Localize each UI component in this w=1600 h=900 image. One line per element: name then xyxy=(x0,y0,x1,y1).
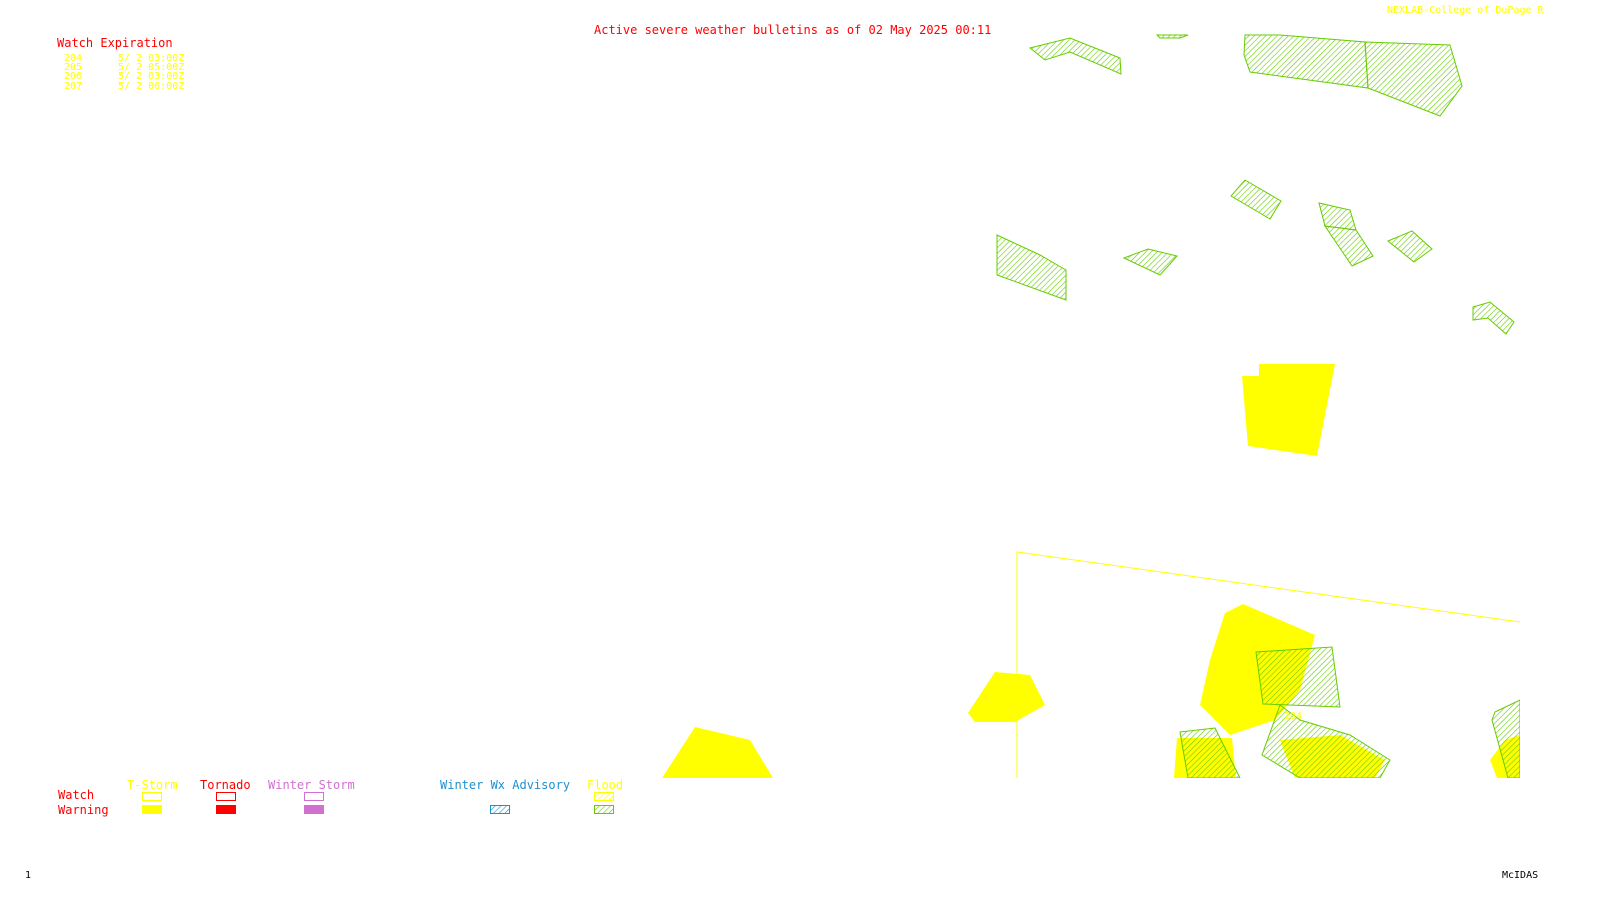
flood-warning-polygon xyxy=(1028,37,1122,75)
frame-number: 1 xyxy=(25,870,32,881)
credit-text: NEXLAB-College of DuPage R xyxy=(1387,5,1544,16)
legend-swatch-winter-storm-warning xyxy=(304,805,324,814)
legend-label-winter-advisory: Winter Wx Advisory xyxy=(440,778,571,792)
tstorm-warning-polygon xyxy=(968,672,1045,722)
flood-warning-polygon xyxy=(1243,34,1369,89)
legend-swatch-winter-advisory-warning xyxy=(490,805,510,814)
watch-row: 204 5/ 2 03:00Z xyxy=(64,54,184,64)
flood-warning-polygon xyxy=(1255,646,1341,708)
watch-expires: 5/ 2 05:00Z xyxy=(118,62,185,73)
legend-swatch-tornado-warning xyxy=(216,805,236,814)
flood-warnings xyxy=(996,34,1521,779)
watch-number-label: 204 xyxy=(1284,711,1303,722)
legend-label-flood: Flood xyxy=(587,778,624,792)
legend-swatch-tstorm-watch xyxy=(142,792,162,801)
legend-swatch-winter-storm-watch xyxy=(304,792,324,801)
legend-swatch-tstorm-warning xyxy=(142,805,162,814)
legend-swatch-flood-watch xyxy=(594,792,614,801)
watch-id: 204 xyxy=(64,53,83,64)
flood-warning-polygon xyxy=(1122,248,1178,276)
page-title: Active severe weather bulletins as of 02… xyxy=(594,23,992,37)
watch-expires: 5/ 2 06:00Z xyxy=(118,81,185,92)
legend-row-watch: Watch xyxy=(58,788,95,802)
watch-expires: 5/ 2 03:00Z xyxy=(118,71,185,82)
tstorm-warning-polygon xyxy=(1242,364,1335,456)
watch-row: 205 5/ 2 05:00Z xyxy=(64,63,184,73)
watch-row: 207 5/ 2 06:00Z xyxy=(64,82,184,92)
legend-label-tstorm: T-Storm xyxy=(127,778,178,792)
flood-warning-polygon xyxy=(1472,301,1515,335)
watch-id: 205 xyxy=(64,62,83,73)
watch-row: 206 5/ 2 03:00Z xyxy=(64,72,184,82)
flood-warning-polygon xyxy=(1387,230,1433,263)
software-label: McIDAS xyxy=(1502,870,1539,881)
flood-warning-polygon xyxy=(1261,704,1391,779)
legend-swatch-flood-warning xyxy=(594,805,614,814)
legend-label-tornado: Tornado xyxy=(200,778,251,792)
flood-warning-polygon xyxy=(1155,34,1189,39)
legend-swatch-tornado-watch xyxy=(216,792,236,801)
tstorm-warning-polygon xyxy=(662,727,773,778)
tstorm-warnings xyxy=(662,364,1520,778)
watch-table-heading: Watch Expiration xyxy=(57,36,173,50)
watch-id: 206 xyxy=(64,71,83,82)
flood-warning-polygon xyxy=(1230,179,1282,220)
flood-warning-polygon xyxy=(996,234,1067,301)
flood-warning-polygon xyxy=(1323,225,1374,267)
flood-warning-polygon xyxy=(1364,41,1463,117)
legend-row-warning: Warning xyxy=(58,803,109,817)
watch-id: 207 xyxy=(64,81,83,92)
watch-expires: 5/ 2 03:00Z xyxy=(118,53,185,64)
legend-label-winter-storm: Winter Storm xyxy=(268,778,355,792)
